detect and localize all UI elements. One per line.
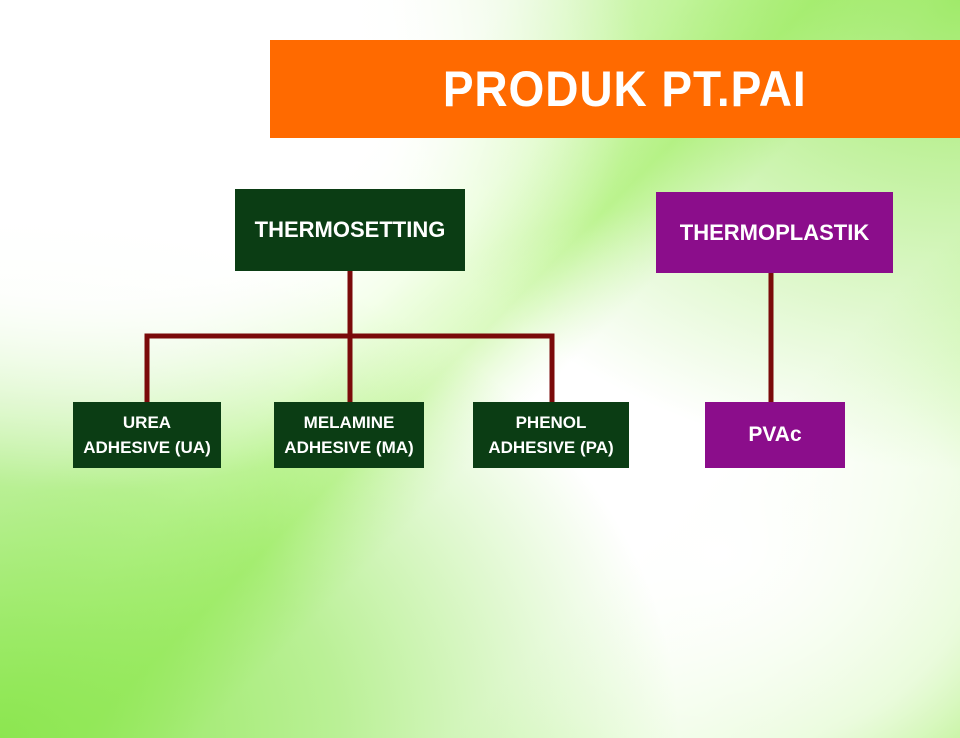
node-melamine-line1: MELAMINE [303, 413, 395, 432]
node-thermoplastik-label: THERMOPLASTIK [679, 219, 870, 245]
node-urea-line1: UREA [122, 413, 172, 432]
node-phenol-adhesive: PHENOL ADHESIVE (PA) [473, 402, 629, 468]
title-banner: PRODUK PT.PAI [270, 40, 960, 138]
node-urea-adhesive: UREA ADHESIVE (UA) [73, 402, 221, 468]
node-pvac: PVAc [705, 402, 845, 468]
node-phenol-line2: ADHESIVE (PA) [488, 438, 614, 457]
node-melamine-adhesive: MELAMINE ADHESIVE (MA) [274, 402, 424, 468]
node-urea-line2: ADHESIVE (UA) [83, 438, 211, 457]
node-pvac-label: PVAc [748, 423, 802, 446]
node-thermosetting: THERMOSETTING [235, 189, 465, 271]
node-thermosetting-label: THERMOSETTING [254, 217, 446, 242]
node-thermoplastik: THERMOPLASTIK [656, 192, 893, 273]
node-melamine-line2: ADHESIVE (MA) [284, 438, 414, 457]
page-title: PRODUK PT.PAI [443, 61, 807, 117]
node-phenol-line1: PHENOL [515, 413, 587, 432]
